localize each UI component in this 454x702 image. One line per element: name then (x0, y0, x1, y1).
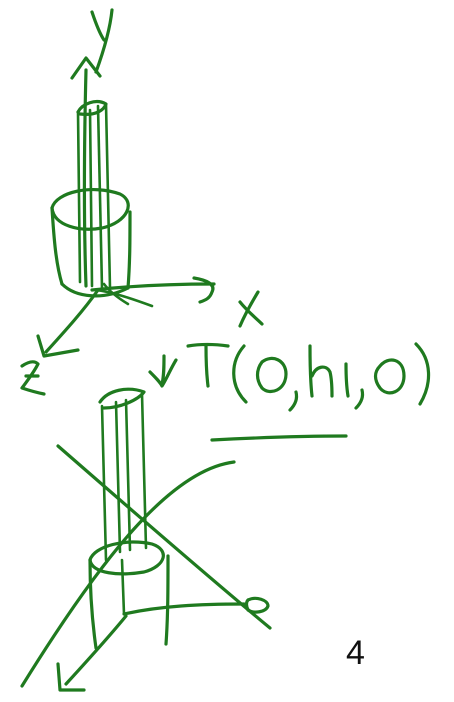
bottom-top-line (210, 434, 348, 442)
y-label-stroke-left (90, 10, 106, 42)
top-base-cross-2 (102, 282, 130, 306)
transform-close-paren (414, 342, 431, 406)
transform-letter-h (308, 344, 334, 398)
x-axis-line (90, 282, 216, 292)
transform-digit-zero-1 (255, 356, 288, 394)
top-base-cross-1 (94, 288, 154, 308)
top-stem-cap (76, 99, 108, 116)
x-axis-label (238, 290, 264, 328)
top-cylinder-left-side (50, 206, 64, 286)
bottom-cylinder-right-side (164, 554, 170, 646)
bottom-stem (98, 387, 148, 562)
y-axis-line (82, 68, 88, 288)
bottom-local-vertical (120, 558, 126, 616)
top-cylinder-top-ellipse (50, 187, 130, 231)
bottom-stem-right-edge (140, 392, 148, 550)
bottom-local-z-arrowhead (56, 662, 86, 692)
bottom-stem-cap (98, 387, 146, 410)
top-stem-right-edge (104, 102, 112, 290)
bottom-local-x-axis (122, 602, 246, 616)
y-label-stroke-right (94, 8, 114, 74)
bottom-local-x-end-circle (244, 596, 270, 614)
bottom-stem-left-edge (100, 404, 108, 562)
x-label-stroke-1 (238, 300, 264, 326)
top-stem-inner-edge-2 (96, 104, 104, 290)
page-number: 4 (346, 634, 365, 672)
transform-open-paren (232, 344, 248, 404)
transform-down-arrow (148, 354, 178, 388)
bottom-cylinder (88, 540, 170, 650)
top-cylinder (50, 187, 132, 298)
transform-label (148, 342, 431, 412)
transform-comma-1 (288, 390, 299, 412)
top-stem (76, 99, 112, 290)
top-cylinder-right-side (126, 210, 132, 290)
top-stem-inner-edge-1 (88, 108, 94, 288)
top-figure (20, 8, 264, 396)
y-axis-label (90, 8, 114, 74)
z-axis-line (44, 288, 100, 354)
bottom-stem-inner-edge-1 (114, 400, 122, 554)
z-axis-arrowhead (36, 334, 80, 358)
z-axis-label (20, 360, 46, 396)
transform-letter-t (186, 342, 230, 388)
x-label-stroke-2 (238, 290, 260, 328)
bottom-local-z-axis (64, 614, 128, 686)
transform-digit-one (344, 362, 350, 398)
bottom-figure (20, 387, 348, 692)
bottom-stem-inner-edge-2 (124, 398, 132, 552)
x-axis-arrowhead (192, 276, 215, 304)
bottom-cylinder-top-ellipse (88, 540, 165, 576)
top-cylinder-bottom-curve (60, 282, 130, 298)
transform-comma-2 (354, 388, 365, 410)
transform-digit-zero-2 (373, 358, 406, 395)
bottom-cylinder-left-side (88, 558, 98, 650)
bottom-cross-stroke-2 (20, 460, 236, 688)
top-stem-left-edge (76, 110, 82, 284)
